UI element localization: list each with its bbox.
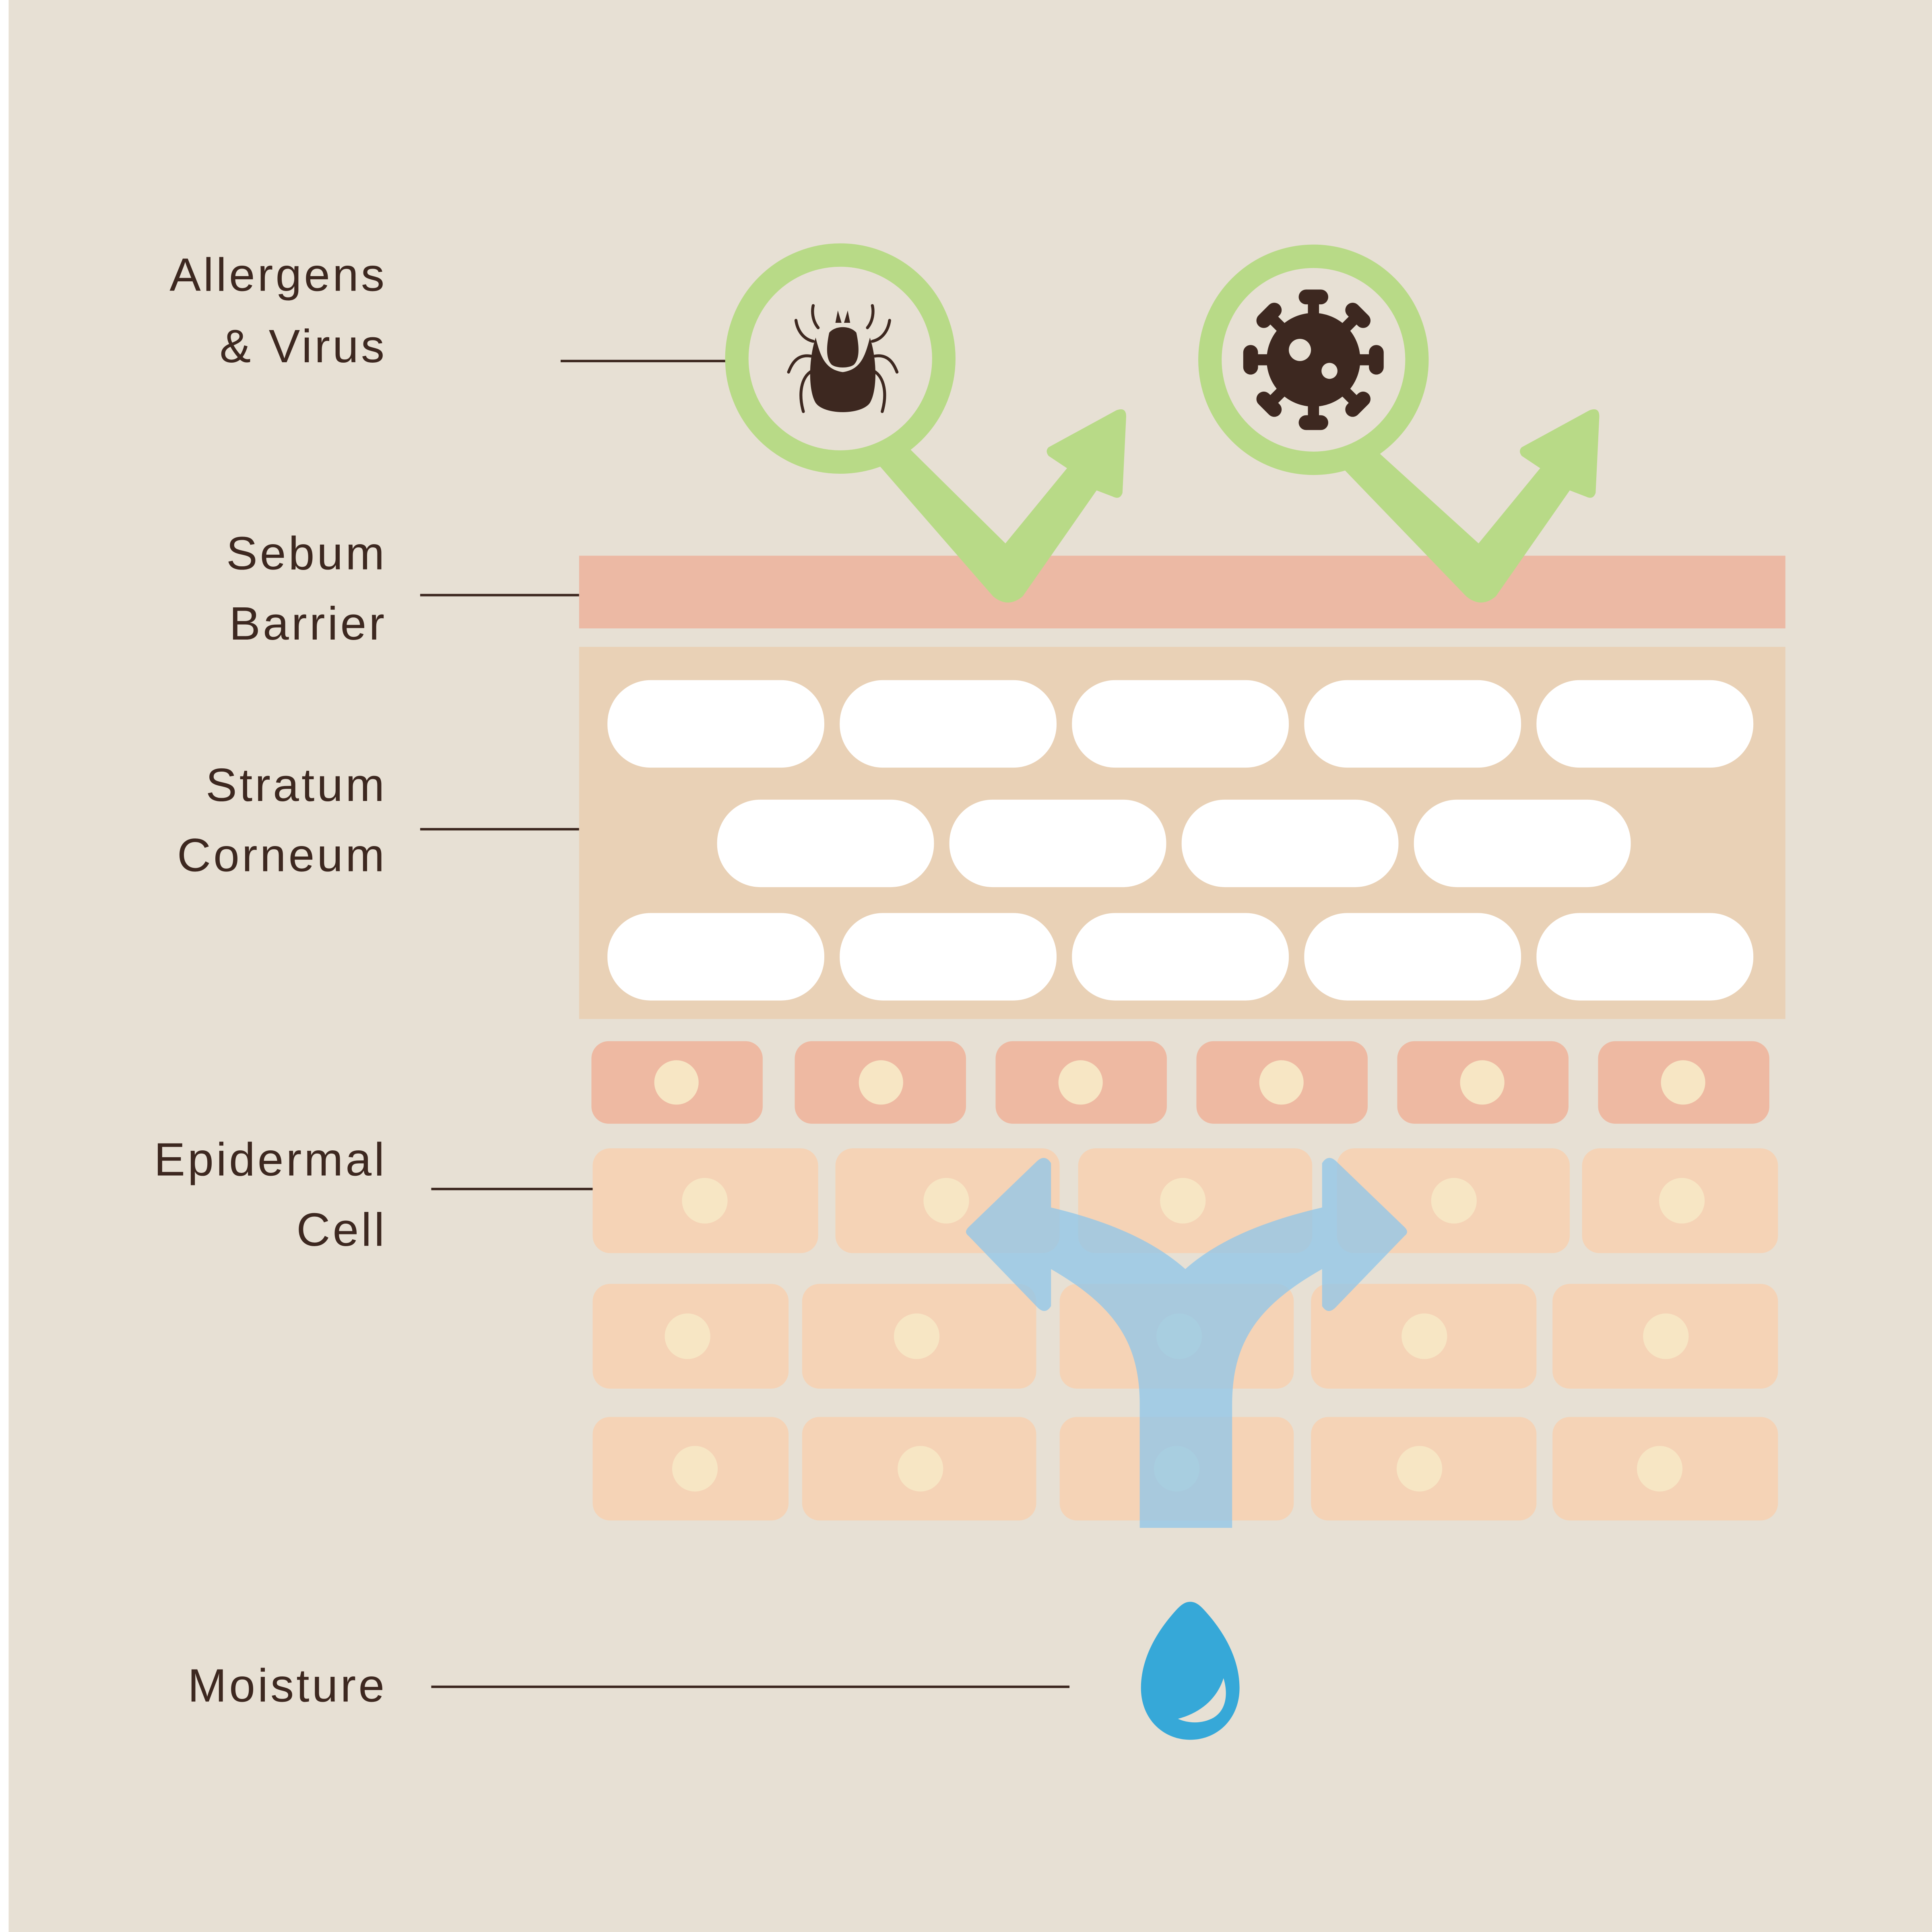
allergen-bounce-arrow-2: [1198, 244, 1600, 603]
corneocyte-cell: [1304, 913, 1521, 1001]
corneocyte-cell: [1181, 799, 1399, 888]
virus-spot: [1289, 339, 1311, 361]
corneocyte-cell: [1536, 680, 1754, 768]
drop-highlight: [1178, 1678, 1226, 1723]
cell-nucleus: [859, 1060, 903, 1105]
corneocyte-cell: [1304, 680, 1521, 768]
label-allergens: Allergens & Virus: [169, 248, 727, 372]
corneocyte-cell: [840, 913, 1057, 1001]
label-stratum: Stratum Corneum: [177, 759, 579, 881]
label-allergens-line2: & Virus: [220, 320, 387, 372]
bounce-arrow-icon: [1338, 409, 1600, 603]
cell-nucleus: [894, 1313, 940, 1359]
virus-spike: [1355, 345, 1384, 375]
cell-nucleus: [672, 1446, 718, 1492]
corneocyte-cell: [1414, 799, 1631, 888]
cell-nucleus: [923, 1178, 969, 1224]
sebum-barrier-layer: [579, 555, 1785, 629]
corneocyte-cell: [1536, 913, 1754, 1001]
cell-nucleus: [1659, 1178, 1705, 1224]
virus-icon: [1243, 289, 1384, 430]
virus-spike: [1243, 345, 1272, 375]
cell-nucleus: [1259, 1060, 1304, 1105]
split-arrow-icon: [966, 1158, 1407, 1528]
label-moisture-text: Moisture: [188, 1660, 387, 1712]
cell-nucleus: [1643, 1313, 1689, 1359]
label-allergens-line1: Allergens: [169, 248, 387, 301]
cell-nucleus: [1637, 1446, 1683, 1492]
cell-nucleus: [1460, 1060, 1505, 1105]
bounce-arrow-icon: [877, 409, 1126, 603]
cell-nucleus: [898, 1446, 943, 1492]
label-moisture: Moisture: [188, 1660, 1070, 1712]
allergen-bounce-arrow-1: [725, 243, 1126, 603]
corneocyte-cell: [607, 913, 824, 1001]
virus-spot: [1321, 363, 1338, 379]
corneocyte-cell: [717, 799, 934, 888]
cell-nucleus: [1402, 1313, 1447, 1359]
label-stratum-line1: Stratum: [206, 759, 387, 811]
corneocyte-cell: [1072, 913, 1289, 1001]
magnifier-ring-2: [1198, 244, 1429, 475]
tick-mite-icon: [787, 304, 899, 413]
label-epidermal-line1: Epidermal: [154, 1133, 387, 1185]
cell-nucleus: [1058, 1060, 1103, 1105]
label-sebum-line2: Barrier: [229, 597, 387, 650]
label-epidermal: Epidermal Cell: [154, 1133, 594, 1256]
corneocyte-cell: [607, 680, 824, 768]
label-sebum-line1: Sebum: [226, 527, 387, 579]
cell-nucleus: [1661, 1060, 1705, 1105]
cell-nucleus: [654, 1060, 699, 1105]
corneocyte-cell: [1072, 680, 1289, 768]
corneocyte-cell: [840, 680, 1057, 768]
magnifier-ring-1: [725, 243, 956, 474]
cell-nucleus: [682, 1178, 728, 1224]
label-sebum: Sebum Barrier: [226, 527, 579, 650]
label-stratum-line2: Corneum: [177, 829, 387, 881]
left-margin: [0, 0, 9, 1932]
cell-nucleus: [1431, 1178, 1477, 1224]
water-drop-icon: [1141, 1602, 1240, 1740]
cell-nucleus: [1396, 1446, 1443, 1492]
label-epidermal-line2: Cell: [296, 1203, 387, 1256]
corneocyte-group: [607, 680, 1754, 1001]
cell-nucleus: [665, 1313, 710, 1359]
corneocyte-cell: [949, 799, 1166, 888]
cell-nucleus: [1160, 1178, 1206, 1224]
